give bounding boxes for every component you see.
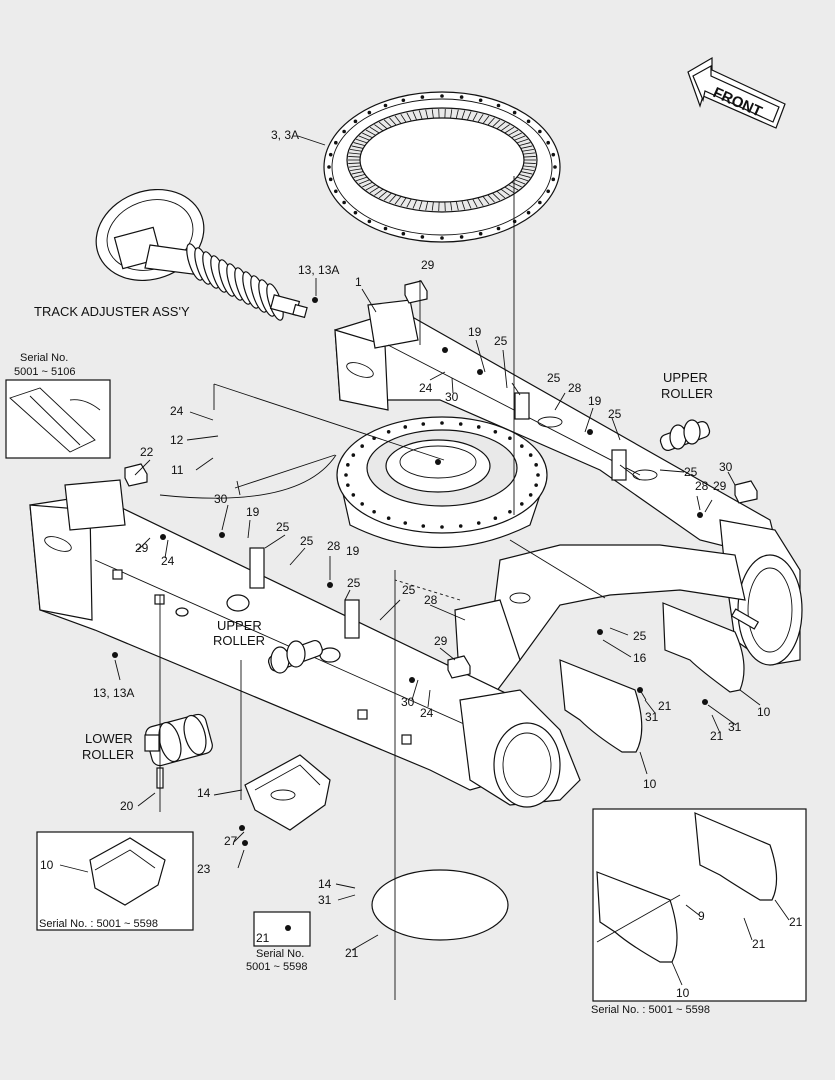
callout-number: 14 [318, 877, 332, 891]
swing-bearing-ring [323, 91, 561, 243]
upper-roller-right-label-1: UPPER [663, 370, 708, 385]
serial-note-bolt-box-1: Serial No. [256, 948, 304, 960]
callout-number: 25 [494, 334, 508, 348]
callout-number: 12 [170, 433, 184, 447]
callout-number: 13, 13A [93, 686, 134, 700]
callout-number: 19 [246, 505, 260, 519]
track-adjuster-label: TRACK ADJUSTER ASS'Y [34, 304, 190, 319]
callout-number: 25 [276, 520, 290, 534]
lower-roller-label-1: LOWER [85, 731, 133, 746]
callout-number: 28 [568, 381, 582, 395]
callout-number: 28 [327, 539, 341, 553]
left-side-frame [29, 479, 581, 808]
callout-number: 1 [355, 275, 362, 289]
track-adjuster-assembly [95, 188, 308, 321]
callout-number: 31 [728, 720, 742, 734]
callout-number: 19 [468, 325, 482, 339]
callout-number: 29 [421, 258, 435, 272]
front-arrow-icon: FRONT [687, 56, 786, 129]
serial-note-top-left-2: 5001 ~ 5106 [14, 366, 75, 378]
callout-number: 20 [120, 799, 134, 813]
callout-number: 21 [658, 699, 672, 713]
callout-number: 30 [401, 695, 415, 709]
serial-note-bolt-box-2: 5001 ~ 5598 [246, 961, 307, 973]
callout-number: 10 [40, 858, 54, 872]
callout-number: 13, 13A [298, 263, 339, 277]
callout-number: 10 [676, 986, 690, 1000]
callout-number: 31 [318, 893, 332, 907]
callout-number: 14 [197, 786, 211, 800]
upper-roller-left-label-1: UPPER [217, 618, 262, 633]
callout-number: 25 [608, 407, 622, 421]
callout-number: 29 [135, 541, 149, 555]
callout-number: 23 [197, 862, 211, 876]
callout-number: 24 [161, 554, 175, 568]
callout-number: 30 [445, 390, 459, 404]
callout-number: 27 [224, 834, 238, 848]
callout-number: 10 [643, 777, 657, 791]
callout-number: 25 [347, 576, 361, 590]
callout-number: 22 [140, 445, 154, 459]
callout-number: 29 [434, 634, 448, 648]
callout-number: 19 [588, 394, 602, 408]
callout-number: 11 [171, 463, 184, 477]
callout-number: 21 [789, 915, 803, 929]
callout-number: 25 [300, 534, 314, 548]
callout-number: 28 [424, 593, 438, 607]
callout-number: 25 [633, 629, 647, 643]
idler-cover-right [662, 602, 745, 705]
upper-roller-left-label-2: ROLLER [213, 633, 265, 648]
callout-number: 25 [547, 371, 561, 385]
upper-roller-right [659, 419, 711, 451]
lower-roller-label-2: ROLLER [82, 747, 134, 762]
callout-number: 16 [633, 651, 647, 665]
callout-number: 25 [684, 465, 698, 479]
inset-cover-box [592, 808, 807, 1002]
callout-number: 21 [345, 946, 359, 960]
inset-bracket-box [36, 831, 194, 931]
inset-serial-top-left [5, 379, 111, 459]
callout-number: 10 [757, 705, 771, 719]
serial-note-cover-box: Serial No. : 5001 ~ 5598 [591, 1004, 710, 1016]
callout-number: 24 [420, 706, 434, 720]
serial-note-bracket-box: Serial No. : 5001 ~ 5598 [39, 918, 158, 930]
center-turntable [336, 416, 746, 701]
callout-number: 24 [170, 404, 184, 418]
callout-number: 30 [719, 460, 733, 474]
guard-bracket-14 [244, 754, 331, 831]
upper-roller-right-label-2: ROLLER [661, 386, 713, 401]
lower-roller [144, 713, 213, 790]
callout-number: 30 [214, 492, 228, 506]
callout-number: 25 [402, 583, 416, 597]
callout-number: 21 [752, 937, 766, 951]
callout-number: 31 [645, 710, 659, 724]
upper-roller-left [267, 639, 323, 674]
callout-number: 21 [256, 931, 270, 945]
callout-number: 21 [710, 729, 724, 743]
callout-number: 3, 3A [271, 128, 299, 142]
idler-cover-center [559, 659, 643, 753]
callout-number: 9 [698, 909, 705, 923]
callout-number: 19 [346, 544, 360, 558]
leader-lines [59, 135, 790, 1000]
inset-bolt-box [253, 911, 311, 947]
circular-cover-plate [371, 869, 509, 941]
hardware-parts [112, 280, 758, 846]
callout-number: 29 [713, 479, 727, 493]
callout-number: 28 [695, 479, 709, 493]
serial-note-top-left-1: Serial No. [20, 352, 68, 364]
callout-number: 24 [419, 381, 433, 395]
